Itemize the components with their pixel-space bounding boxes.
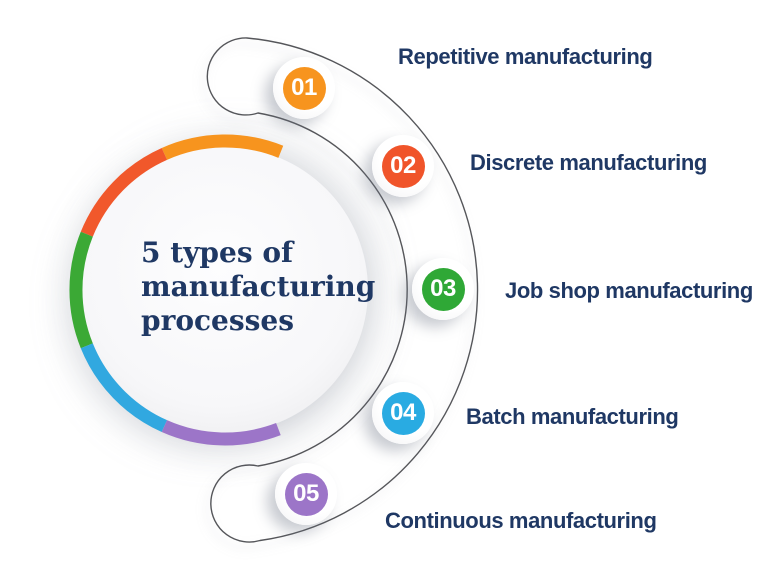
step-circle-4: 04 [372, 382, 434, 444]
step-number-badge-4: 04 [381, 391, 425, 435]
step-circle-5: 05 [275, 463, 337, 525]
step-circle-3: 03 [412, 258, 474, 320]
step-number-badge-1: 01 [282, 66, 326, 110]
step-circle-1: 01 [273, 57, 335, 119]
step-circle-2: 02 [372, 135, 434, 197]
step-number-badge-5: 05 [284, 472, 328, 516]
step-label-2: Discrete manufacturing [470, 150, 707, 175]
page-title: 5 types of manufacturing processes [141, 236, 376, 338]
step-label-1: Repetitive manufacturing [398, 44, 653, 69]
ring-segment-blue [80, 343, 168, 433]
step-label-3: Job shop manufacturing [505, 278, 753, 303]
crescent-outline [206, 37, 479, 543]
ring-segment-green [69, 231, 93, 349]
step-number-badge-3: 03 [421, 267, 465, 311]
step-number-badge-2: 02 [381, 144, 425, 188]
step-label-5: Continuous manufacturing [385, 508, 657, 533]
center-circle [82, 147, 368, 433]
step-label-4: Batch manufacturing [466, 404, 679, 429]
ring-segment-purple [161, 420, 281, 446]
ring-segment-red [80, 147, 168, 237]
ring-segment-orange [161, 134, 284, 160]
